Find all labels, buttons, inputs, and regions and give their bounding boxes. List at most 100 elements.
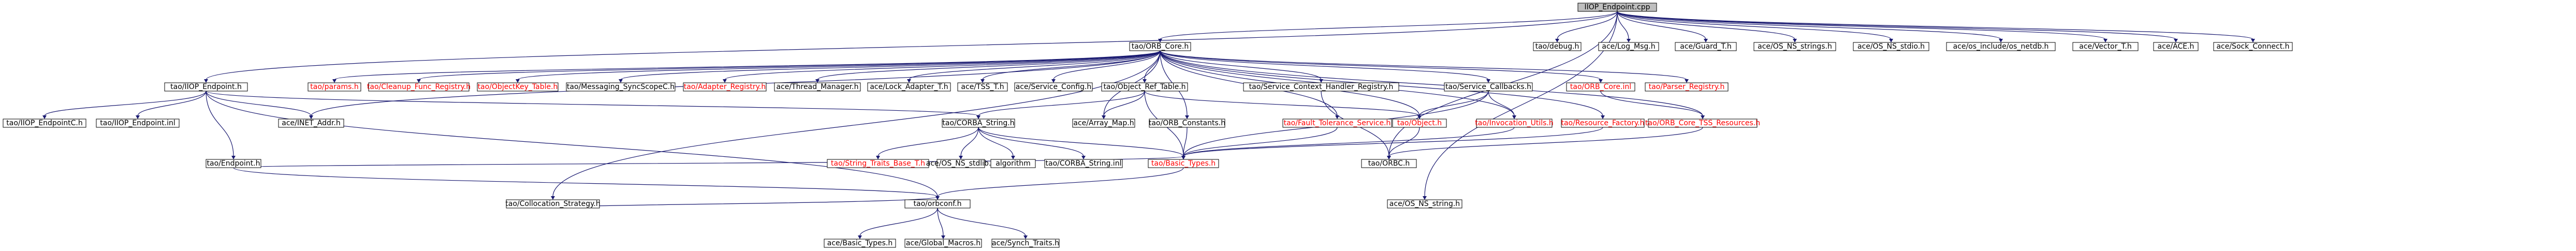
edge-root-to-os_ns_strings_h <box>1617 11 1795 40</box>
node-fault-tolerance-service-h[interactable]: tao/Fault_Tolerance_Service.h <box>1282 119 1392 128</box>
node-box <box>1753 42 1836 51</box>
node-box <box>96 119 180 128</box>
node-invocation-utils-h[interactable]: tao/Invocation_Utils.h <box>1475 119 1554 128</box>
node-service-callbacks-h[interactable]: tao/Service_Callbacks.h <box>1444 82 1533 92</box>
node-parser-registry-h[interactable]: tao/Parser_Registry.h <box>1645 82 1729 92</box>
edge-orb_constants_h-to-basic_types_h <box>1183 127 1188 157</box>
node-label: tao/Basic_Types.h <box>1151 159 1216 168</box>
node-resource-factory-h[interactable]: tao/Resource_Factory.h <box>1561 119 1645 128</box>
edge-arrowhead <box>204 79 208 83</box>
edge-arrowhead <box>723 79 727 83</box>
node-corba-h[interactable]: tao/ORBC.h <box>1361 159 1417 168</box>
node-os-ns-string-h[interactable]: ace/OS_NS_string.h <box>1387 199 1462 209</box>
node-label: ace/Synch_Traits.h <box>992 239 1059 247</box>
node-sock-connect-h[interactable]: ace/Sock_Connect.h <box>2213 42 2293 51</box>
node-synch-traits-h[interactable]: ace/Synch_Traits.h <box>991 239 1060 248</box>
edge-iiop_endpoint_h-to-iiop_endpoint_inl <box>137 91 207 116</box>
edge-arrowhead <box>1555 39 1559 42</box>
node-box <box>1476 119 1553 128</box>
node-orb-core-inl[interactable]: tao/ORB_Core.inl <box>1566 82 1635 92</box>
node-lock-adapter-t-h[interactable]: ace/Lock_Adapter_T.h <box>867 82 951 92</box>
node-os-ns-strings-h[interactable]: ace/OS_NS_strings.h <box>1753 42 1836 51</box>
node-root[interactable]: IIOP_Endpoint.cpp <box>1577 3 1657 12</box>
node-cleanup-func-registry-h[interactable]: tao/Cleanup_Func_Registry.h <box>367 82 471 92</box>
node-collocation-strategy-h[interactable]: tao/Collocation_Strategy.h <box>505 199 601 209</box>
edge-arrowhead <box>1627 39 1631 42</box>
node-label: tao/Resource_Factory.h <box>1561 119 1644 127</box>
node-objectkey-table-h[interactable]: tao/ObjectKey_Table.h <box>477 82 559 92</box>
node-iiop-endpoint-inl[interactable]: tao/IIOP_Endpoint.inl <box>96 119 180 128</box>
edge-arrowhead <box>959 156 963 159</box>
node-label: tao/IIOP_Endpoint.inl <box>100 119 175 127</box>
edge-arrowhead <box>876 156 880 159</box>
node-label: ace/OS_NS_stdlib.h <box>926 159 996 168</box>
node-ace-basic-types-h[interactable]: ace/Basic_Types.h <box>824 239 896 248</box>
edge-arrowhead <box>1023 235 1028 239</box>
edge-orb_core_h-to-orb_core_inl <box>1160 50 1601 80</box>
node-box <box>904 199 971 209</box>
node-box <box>1675 42 1737 51</box>
edge-arrowhead <box>332 79 336 83</box>
edge-arrowhead <box>1081 156 1086 159</box>
node-label: tao/String_Traits_Base_T.h <box>831 159 925 168</box>
node-box <box>936 159 985 168</box>
edge-orb_core_h-to-parser_registry_h <box>1160 50 1687 80</box>
node-orb-core-tss-resources-h[interactable]: tao/ORB_Core_TSS_Resources.h <box>1645 119 1760 128</box>
node-debug-h[interactable]: tao/debug.h <box>1533 42 1582 51</box>
node-label: tao/IIOP_EndpointC.h <box>6 119 82 127</box>
node-inet-addr-h[interactable]: ace/INET_Addr.h <box>278 119 344 128</box>
node-corba-string-h[interactable]: tao/CORBA_String.h <box>942 119 1015 128</box>
node-ace-ostdlib-h[interactable]: ace/OS_NS_stdlib.h <box>926 159 996 168</box>
edge-arrowhead <box>309 115 313 119</box>
node-label: ace/OS_NS_string.h <box>1389 200 1460 208</box>
edge-arrowhead <box>1387 156 1391 159</box>
node-vector-t-h[interactable]: ace/Vector_T.h <box>2072 42 2139 51</box>
node-basic-types-h[interactable]: tao/Basic_Types.h <box>1148 159 1219 168</box>
node-label: ace/Basic_Types.h <box>827 239 892 247</box>
node-box <box>1561 119 1645 128</box>
node-adapter-registry-h[interactable]: tao/Adapter_Registry.h <box>683 82 767 92</box>
node-iiop-endpoint-h[interactable]: tao/IIOP_Endpoint.h <box>164 82 248 92</box>
node-object-ref-table-h[interactable]: tao/Object_Ref_Table.h <box>1101 82 1188 92</box>
node-versioned-namespace-h[interactable]: tao/orbconf.h <box>904 199 971 209</box>
node-object-h[interactable]: tao/Object.h <box>1392 119 1447 128</box>
node-service-config-h[interactable]: ace/Service_Config.h <box>1014 82 1093 92</box>
node-orb-constants-h[interactable]: tao/ORB_Constants.h <box>1149 119 1225 128</box>
node-endpoint-h[interactable]: tao/Endpoint.h <box>206 159 261 168</box>
edge-arrowhead <box>1701 115 1705 119</box>
node-os-ns-stdio-h[interactable]: ace/OS_NS_stdio.h <box>1853 42 1929 51</box>
edge-arrowhead <box>1512 115 1516 119</box>
node-corba-string-inl[interactable]: tao/CORBA_String.inl <box>1044 159 1123 168</box>
edge-orb_core_h-to-objectkey_table_h <box>517 50 1161 80</box>
node-box <box>278 119 344 128</box>
node-guard-t-h[interactable]: ace/Guard_T.h <box>1675 42 1737 51</box>
node-label: tao/Endpoint.h <box>207 159 260 168</box>
node-label: tao/Cleanup_Func_Registry.h <box>367 83 471 91</box>
edge-arrowhead <box>619 79 623 83</box>
node-box <box>506 199 600 209</box>
node-ace-h[interactable]: ace/ACE.h <box>2153 42 2199 51</box>
edge-service_callbacks_h-to-object_h <box>1419 91 1489 116</box>
node-iiop-endpoint-i[interactable]: tao/IIOP_EndpointC.h <box>3 119 86 128</box>
node-orb-core-h[interactable]: tao/ORB_Core.h <box>1129 42 1191 51</box>
node-global-macros-h[interactable]: ace/Global_Macros.h <box>904 239 982 248</box>
edge-arrowhead <box>1599 79 1603 83</box>
node-os-netdb-h[interactable]: ace/os_include/os_netdb.h <box>1946 42 2056 51</box>
node-service-context-handler-registry-h[interactable]: tao/Service_Context_Handler_Registry.h <box>1243 82 1399 92</box>
edge-arrowhead <box>1185 115 1189 119</box>
node-log-msg-h[interactable]: ace/Log_Msg.h <box>1598 42 1659 51</box>
edge-orb_core_h-to-service_config_h <box>1053 50 1161 80</box>
node-thread-manager-h[interactable]: ace/Thread_Manager.h <box>774 82 861 92</box>
node-array-map-h[interactable]: ace/Array_Map.h <box>1072 119 1135 128</box>
node-label: ace/ACE.h <box>2158 42 2194 51</box>
edge-arrowhead <box>1143 79 1147 83</box>
node-messaging-syncscopec-h[interactable]: tao/Messaging_SyncScopeC.h <box>566 82 676 92</box>
edge-root-to-os_netdb_h <box>1617 11 2001 40</box>
node-tss-t-h[interactable]: ace/TSS_T.h <box>957 82 1008 92</box>
node-string-traits-base-t-h[interactable]: tao/String_Traits_Base_T.h <box>827 159 929 168</box>
node-params-h[interactable]: tao/params.h <box>308 82 361 92</box>
edge-root-to-guard_t_h <box>1617 11 1706 40</box>
node-label: tao/CORBA_String.h <box>942 119 1014 127</box>
node-algorithm[interactable]: algorithm <box>990 159 1036 168</box>
